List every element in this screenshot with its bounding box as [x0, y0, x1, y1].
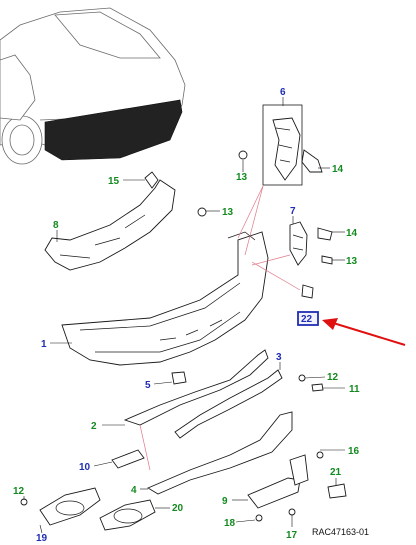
callout-22: 22: [301, 314, 313, 325]
part-5-cover: [171, 371, 187, 385]
part-4-diffuser: [147, 411, 293, 495]
callout-6: 6: [280, 87, 286, 98]
callout-2: 2: [91, 421, 97, 432]
part-20-exhaust-trim: [99, 499, 156, 531]
callout-13-mid: 13: [222, 207, 234, 218]
callout-14-top: 14: [332, 164, 344, 175]
callout-21: 21: [330, 467, 342, 478]
callout-labels: 6 13 14 15 8 13 7 14 13 22 1 5 3 12 11 2…: [13, 87, 360, 544]
callout-5: 5: [145, 380, 151, 391]
callout-12-right: 12: [327, 372, 339, 383]
part-8-bracket: [44, 171, 207, 271]
callout-leader-lines: [23, 97, 345, 534]
callout-20: 20: [172, 503, 184, 514]
callout-8: 8: [53, 220, 59, 231]
part-7-bracket-group: [289, 221, 333, 266]
callout-15: 15: [108, 176, 120, 187]
pink-leader-lines: [139, 185, 301, 471]
part-6-bracket-group: [238, 104, 323, 186]
callout-13-low: 13: [346, 256, 358, 267]
callout-11: 11: [349, 384, 360, 395]
callout-4: 4: [131, 485, 137, 496]
part-12-fastener: [298, 374, 306, 382]
callout-16: 16: [348, 446, 360, 457]
callout-3: 3: [276, 352, 282, 363]
callout-1: 1: [41, 339, 47, 350]
part-19-exhaust-trim: [20, 487, 101, 526]
part-2-trim-strip: [123, 349, 269, 426]
callout-18: 18: [224, 518, 236, 529]
callout-9: 9: [222, 496, 228, 507]
red-highlight-arrow: [322, 318, 406, 346]
reference-id: RAC47163-01: [312, 527, 369, 537]
callout-10: 10: [79, 462, 91, 473]
callout-13-top: 13: [236, 172, 248, 183]
callout-7: 7: [290, 206, 296, 217]
callout-17: 17: [286, 530, 298, 541]
vehicle-rear-illustration: [0, 7, 186, 165]
part-10-bracket: [111, 449, 145, 469]
part-9-bracket-group: [247, 451, 347, 522]
part-11-fastener: [311, 383, 324, 392]
callout-19: 19: [36, 533, 48, 544]
callout-12-left: 12: [13, 486, 25, 497]
part-3-trim-strip: [174, 369, 283, 439]
callout-22-highlight-box: [297, 311, 319, 326]
part-1-bumper-cover: [61, 231, 269, 366]
part-22-clip: [301, 284, 314, 299]
callout-14-mid: 14: [346, 228, 358, 239]
